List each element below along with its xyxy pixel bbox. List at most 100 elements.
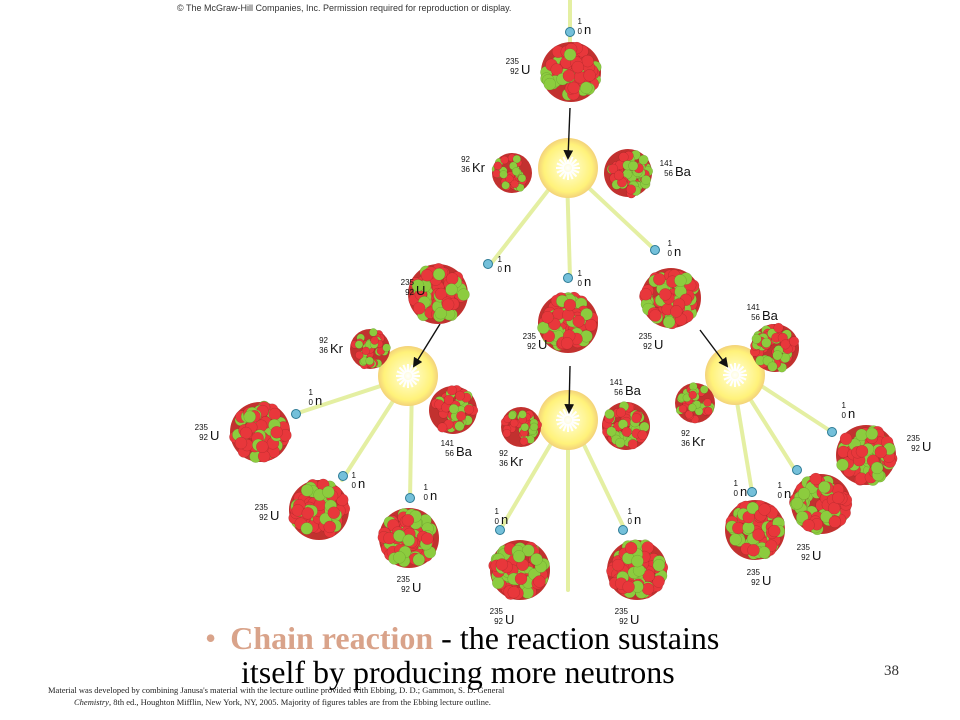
- svg-text:n: n: [501, 512, 508, 527]
- svg-text:1: 1: [309, 388, 314, 397]
- svg-text:92: 92: [494, 617, 503, 626]
- svg-text:92: 92: [801, 553, 810, 562]
- uranium-nucleus: [537, 291, 599, 353]
- svg-text:1: 1: [498, 255, 503, 264]
- svg-text:Kr: Kr: [692, 434, 706, 449]
- svg-text:Ba: Ba: [675, 164, 692, 179]
- svg-text:235: 235: [490, 607, 504, 616]
- free-neutron: [792, 465, 802, 475]
- svg-text:92: 92: [199, 433, 208, 442]
- svg-text:0: 0: [495, 517, 500, 526]
- reaction-arrow: [699, 329, 729, 368]
- svg-text:141: 141: [441, 439, 455, 448]
- svg-text:92: 92: [751, 578, 760, 587]
- svg-text:36: 36: [681, 439, 690, 448]
- svg-text:n: n: [634, 512, 641, 527]
- svg-text:Kr: Kr: [330, 341, 344, 356]
- svg-text:92: 92: [510, 67, 519, 76]
- svg-text:141: 141: [660, 159, 674, 168]
- reaction-arrows: [412, 107, 729, 414]
- svg-text:141: 141: [747, 303, 761, 312]
- reaction-arrow: [564, 365, 575, 414]
- svg-text:0: 0: [578, 27, 583, 36]
- svg-text:n: n: [430, 488, 437, 503]
- svg-text:n: n: [740, 484, 747, 499]
- svg-text:92: 92: [681, 429, 690, 438]
- krypton-nucleus: [500, 407, 543, 447]
- uranium-nucleus: [377, 508, 439, 568]
- free-neutron: [338, 471, 348, 481]
- svg-text:n: n: [784, 486, 791, 501]
- uranium-nucleus: [408, 262, 470, 324]
- free-neutron: [563, 273, 573, 283]
- svg-text:92: 92: [401, 585, 410, 594]
- uranium-nucleus: [288, 478, 351, 540]
- barium-nucleus: [604, 149, 654, 199]
- krypton-nucleus: [491, 153, 532, 193]
- free-neutron: [291, 409, 301, 419]
- svg-text:235: 235: [523, 332, 537, 341]
- svg-text:36: 36: [461, 165, 470, 174]
- svg-text:U: U: [210, 428, 219, 443]
- uranium-nucleus: [725, 500, 786, 560]
- svg-text:235: 235: [615, 607, 629, 616]
- svg-text:1: 1: [778, 481, 783, 490]
- fission-flash: [378, 346, 438, 406]
- svg-text:235: 235: [195, 423, 209, 432]
- svg-text:n: n: [358, 476, 365, 491]
- svg-text:0: 0: [352, 481, 357, 490]
- uranium-nucleus: [229, 400, 292, 463]
- svg-text:n: n: [848, 406, 855, 421]
- svg-text:Kr: Kr: [510, 454, 524, 469]
- svg-text:U: U: [654, 337, 663, 352]
- svg-text:92: 92: [405, 288, 414, 297]
- free-neutron: [827, 427, 837, 437]
- uranium-nucleus: [540, 41, 602, 102]
- copyright-notice: © The McGraw-Hill Companies, Inc. Permis…: [177, 3, 512, 13]
- svg-text:1: 1: [578, 17, 583, 26]
- svg-text:92: 92: [319, 336, 328, 345]
- reaction-arrow: [563, 107, 574, 160]
- svg-text:0: 0: [498, 265, 503, 274]
- svg-text:0: 0: [668, 249, 673, 258]
- svg-text:Kr: Kr: [472, 160, 486, 175]
- uranium-nucleus: [789, 472, 853, 536]
- uranium-nucleus: [606, 539, 669, 600]
- svg-text:1: 1: [352, 471, 357, 480]
- svg-text:U: U: [762, 573, 771, 588]
- svg-text:92: 92: [259, 513, 268, 522]
- svg-text:Ba: Ba: [456, 444, 473, 459]
- svg-text:U: U: [270, 508, 279, 523]
- svg-text:92: 92: [527, 342, 536, 351]
- svg-text:56: 56: [614, 388, 623, 397]
- footer-line2: , 8th ed., Houghton Mifflin, New York, N…: [108, 697, 491, 707]
- svg-text:U: U: [412, 580, 421, 595]
- svg-text:U: U: [538, 337, 547, 352]
- uranium-nucleus: [488, 540, 550, 600]
- svg-text:56: 56: [751, 313, 760, 322]
- svg-text:92: 92: [643, 342, 652, 351]
- svg-text:36: 36: [319, 346, 328, 355]
- chain-reaction-bullet: •Chain reaction - the reaction sustains …: [205, 616, 925, 694]
